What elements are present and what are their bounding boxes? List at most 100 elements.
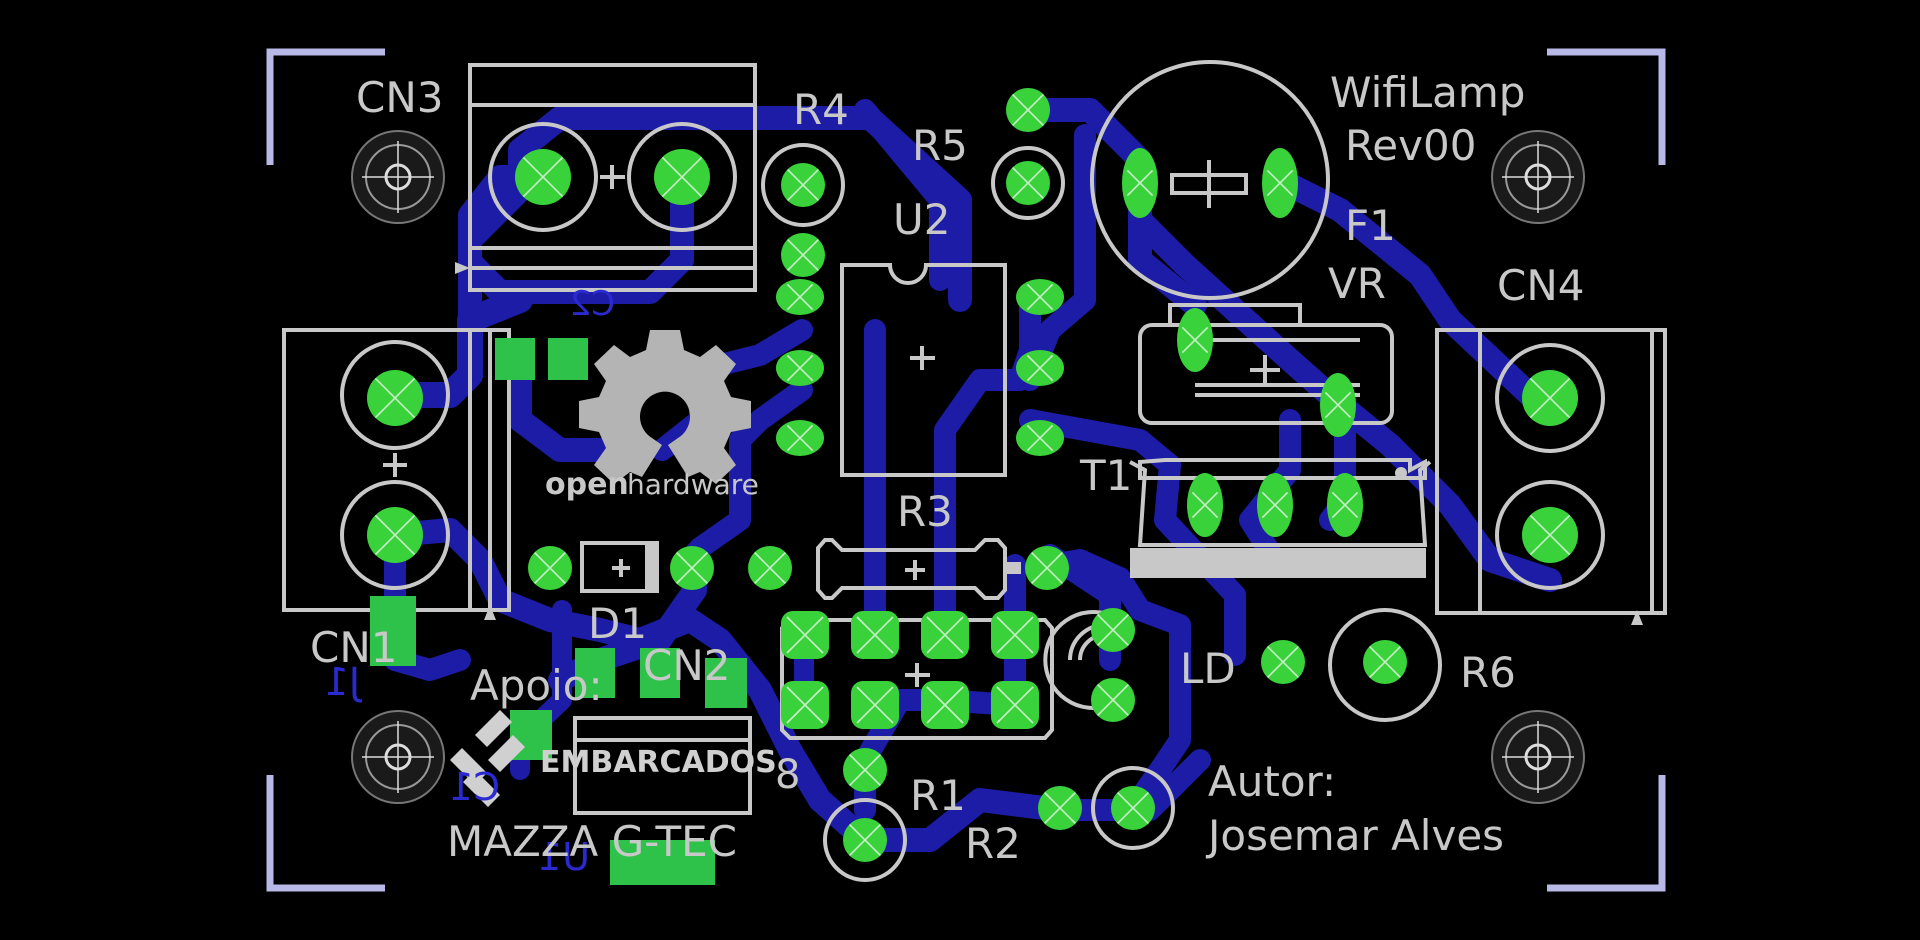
label-f1: F1 — [1345, 201, 1396, 250]
label-header-pin: 8 — [775, 752, 800, 798]
pad-drill-mark — [786, 283, 814, 311]
pad-drill-mark — [1261, 491, 1289, 519]
pad-drill-mark — [374, 514, 416, 556]
label-ld: LD — [1180, 644, 1236, 693]
gear-icon — [579, 330, 751, 484]
author-name: Josemar Alves — [1205, 811, 1504, 860]
pad-drill-mark — [1012, 94, 1044, 126]
mounting-hole-bottom-left — [351, 710, 445, 804]
oshw-text-hardware: hardware — [627, 468, 759, 501]
pad-drill-mark — [926, 686, 964, 724]
pad-drill-mark — [1026, 283, 1054, 311]
embarcados-text: EMBARCADOS — [540, 745, 777, 780]
company-name: MAZZA G-TEC — [447, 817, 737, 866]
oshw-text-open: open — [545, 467, 629, 502]
pad-drill-mark — [1117, 792, 1149, 824]
label-r6: R6 — [1460, 648, 1516, 697]
label-cn4: CN4 — [1497, 261, 1584, 310]
label-r4: R4 — [793, 85, 849, 134]
pad-drill-mark — [1181, 326, 1209, 354]
pad-drill-mark — [1266, 169, 1294, 197]
label-cn1: CN1 — [310, 623, 397, 672]
pad-drill-mark — [787, 169, 819, 201]
pad-drill-mark — [1331, 491, 1359, 519]
pad-drill-mark — [926, 616, 964, 654]
pad-drill-mark — [786, 354, 814, 382]
label-u2: U2 — [893, 195, 950, 244]
pad-drill-mark — [522, 156, 564, 198]
smd-pads — [370, 338, 747, 885]
mounting-hole-top-right — [1491, 130, 1585, 224]
header-outline — [780, 618, 1054, 740]
embarcados-icon — [450, 710, 525, 807]
open-hardware-logo: open hardware — [545, 330, 759, 502]
pad-drill-mark — [1191, 491, 1219, 519]
r2-outline — [1091, 766, 1175, 850]
board-title: WifiLamp — [1330, 68, 1525, 117]
pad-drill-mark — [1267, 646, 1299, 678]
label-j1: J1 — [325, 660, 362, 704]
r4-outline — [761, 143, 845, 227]
pad-drill-mark — [786, 686, 824, 724]
label-r3: R3 — [897, 487, 953, 536]
pad-drill-mark — [661, 156, 703, 198]
label-cn2: CN2 — [643, 641, 730, 690]
pad-drill-mark — [1097, 614, 1129, 646]
r1-outline — [823, 798, 907, 882]
pad-drill-mark — [1026, 354, 1054, 382]
pad-drill-mark — [1324, 391, 1352, 419]
pad-drill-mark — [1529, 377, 1571, 419]
board-revision: Rev00 — [1345, 121, 1476, 170]
embarcados-logo: EMBARCADOS — [450, 710, 777, 807]
cn4-outline — [1435, 328, 1667, 625]
silkscreen-outlines — [282, 60, 1667, 882]
pad-drill-mark — [1044, 792, 1076, 824]
pad-drill-mark — [1031, 552, 1063, 584]
mounting-hole-bottom-right — [1491, 710, 1585, 804]
board-corner-marks — [266, 48, 1666, 892]
label-r1: R1 — [910, 771, 966, 820]
pad-drill-mark — [849, 754, 881, 786]
label-c1: C1 — [449, 765, 500, 809]
r3-outline — [816, 538, 1021, 600]
pad-drill-mark — [996, 686, 1034, 724]
d1-outline — [580, 541, 659, 593]
support-label: Apoio: — [470, 661, 603, 710]
pad-drill-mark — [849, 824, 881, 856]
pad-drill-mark — [534, 552, 566, 584]
pad-drill-mark — [1097, 684, 1129, 716]
label-d1: D1 — [588, 599, 647, 648]
mounting-hole-top-left — [351, 130, 445, 224]
r5-outline — [991, 146, 1065, 220]
pad-drill-mark — [1026, 424, 1054, 452]
label-vr: VR — [1328, 259, 1386, 308]
pad-drill-mark — [786, 616, 824, 654]
pad-drill-mark — [1126, 169, 1154, 197]
label-u1: U1 — [538, 835, 590, 879]
pad-drill-mark — [676, 552, 708, 584]
f1-outline — [1090, 60, 1330, 300]
author-label: Autor: — [1208, 757, 1336, 806]
label-cn3: CN3 — [356, 73, 443, 122]
r6-outline — [1328, 608, 1442, 722]
copper-traces — [382, 98, 1562, 852]
u2-outline — [840, 263, 1007, 477]
bottom-layer-labels: C2 J1 C1 U1 — [325, 284, 615, 879]
pad-drill-mark — [786, 424, 814, 452]
cn1-outline — [282, 328, 511, 620]
pad-drill-mark — [996, 616, 1034, 654]
cn3-outline — [455, 63, 757, 292]
pad-drill-mark — [374, 377, 416, 419]
pad-drill-mark — [856, 686, 894, 724]
pad-drill-mark — [787, 239, 819, 271]
pad-drill-mark — [1369, 646, 1401, 678]
mounting-holes — [351, 130, 1585, 804]
pad-drill-mark — [1529, 514, 1571, 556]
pad-drill-mark — [754, 552, 786, 584]
silkscreen-labels: CN3 R4 R5 U2 WifiLamp Rev00 F1 VR CN4 T1… — [310, 68, 1584, 868]
pad-drill-mark — [856, 616, 894, 654]
through-hole-pads — [367, 88, 1578, 862]
t1-outline — [1129, 458, 1432, 578]
label-r2: R2 — [965, 819, 1021, 868]
